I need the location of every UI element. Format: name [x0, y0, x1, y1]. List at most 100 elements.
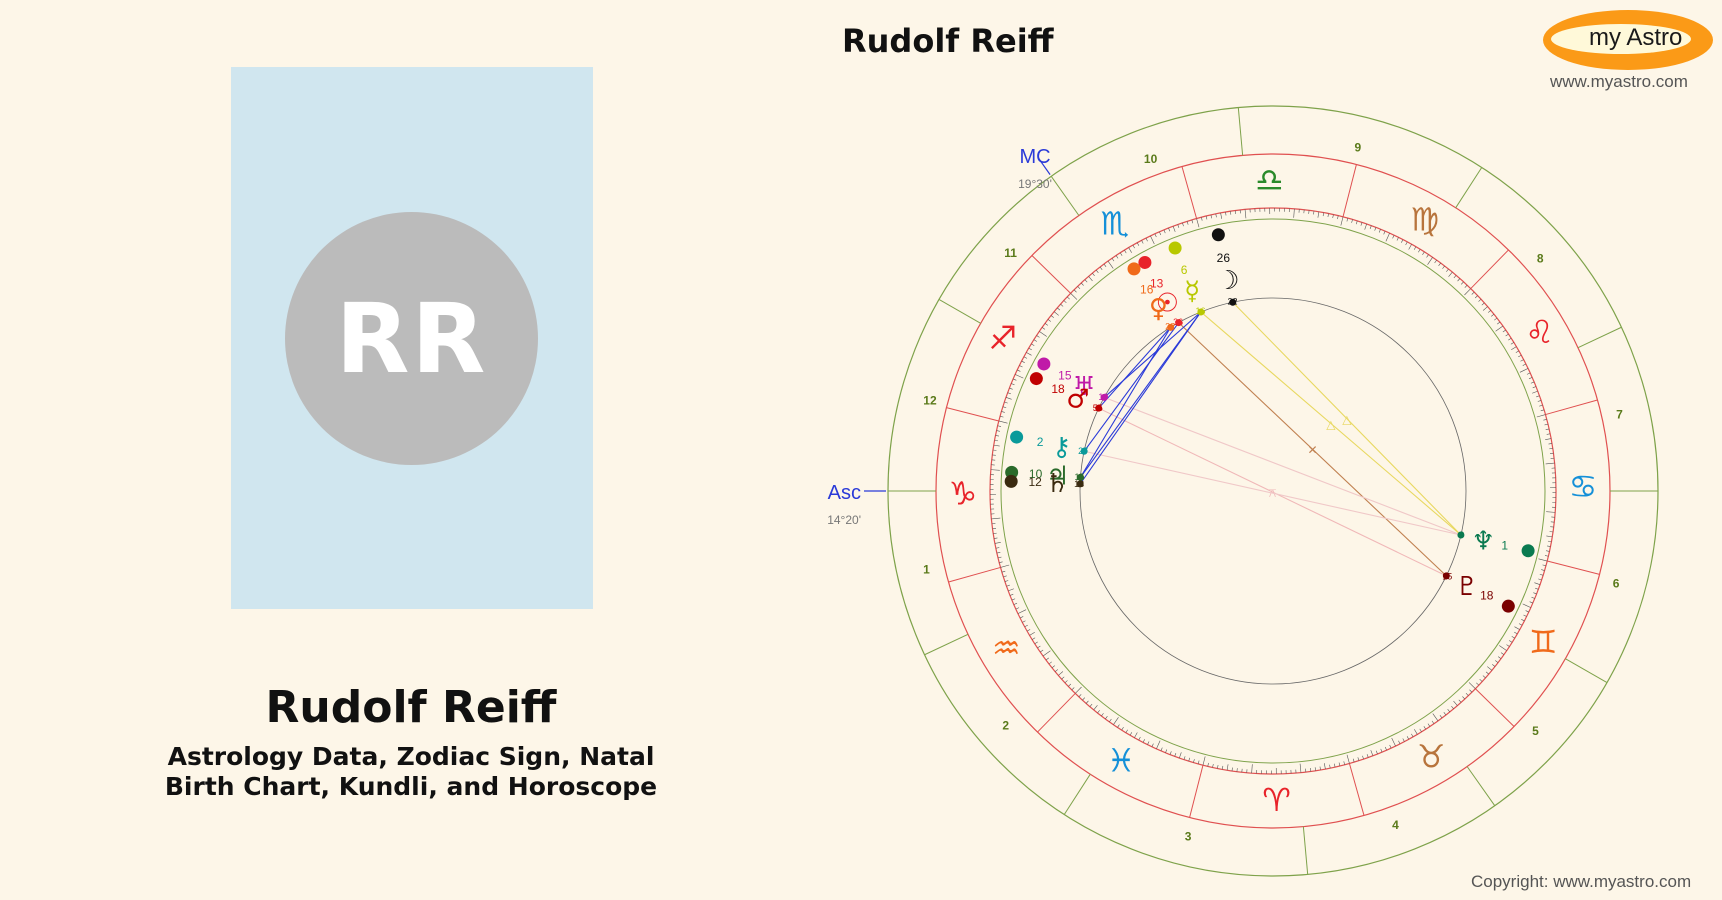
degree-tick: [1322, 212, 1325, 217]
degree-tick: [1179, 752, 1182, 759]
moon-aspect-point: [1229, 298, 1237, 306]
degree-tick: [1197, 760, 1200, 765]
degree-tick: [1543, 419, 1547, 421]
degree-tick: [1427, 723, 1431, 727]
degree-tick: [1142, 739, 1145, 743]
degree-tick: [1082, 697, 1086, 701]
aspect-line: [1079, 311, 1202, 485]
degree-tick: [997, 556, 1002, 559]
asc-label: Asc: [828, 482, 861, 504]
degree-tick: [1542, 564, 1547, 567]
degree-tick: [1471, 291, 1475, 295]
degree-tick: [1174, 752, 1177, 757]
degree-tick: [1075, 686, 1082, 694]
taurus-sign-icon: ♉: [1417, 738, 1446, 776]
degree-tick: [1128, 247, 1132, 253]
degree-tick: [1003, 575, 1007, 578]
degree-tick: [1196, 218, 1200, 228]
degree-tick: [1015, 374, 1024, 379]
mc-pointer: [1038, 157, 1051, 175]
degree-tick: [1026, 352, 1032, 356]
logo-url[interactable]: www.myastro.com: [1550, 72, 1688, 91]
house-number: 10: [1144, 152, 1158, 166]
degree-tick: [1392, 235, 1395, 239]
degree-tick: [1332, 214, 1334, 219]
house-cusp: [1455, 167, 1483, 209]
degree-tick: [1481, 302, 1485, 306]
degree-tick: [1004, 580, 1009, 582]
leo-sign-icon: ♌: [1525, 313, 1554, 351]
degree-tick: [1115, 255, 1119, 259]
mars-marker: [1029, 372, 1043, 386]
degree-tick: [1021, 360, 1025, 363]
jupiter-icon: ♃: [1046, 462, 1069, 492]
degree-tick: [1141, 240, 1144, 244]
degree-tick: [996, 430, 1001, 432]
degree-tick: [1514, 631, 1518, 635]
house-number: 1: [923, 562, 930, 576]
degree-tick: [1125, 729, 1128, 733]
degree-tick: [998, 420, 1008, 424]
degree-tick: [1370, 750, 1374, 756]
scorpio-sign-icon: ♏: [1101, 204, 1130, 242]
degree-tick: [1389, 744, 1392, 749]
degree-tick: [1545, 550, 1550, 552]
degree-tick: [1215, 213, 1217, 218]
degree-tick: [1469, 689, 1473, 693]
degree-tick: [1540, 409, 1545, 412]
myastro-logo[interactable]: my Astro: [1543, 10, 1713, 70]
degree-tick: [1159, 231, 1162, 236]
aspect-line: [1104, 396, 1462, 536]
degree-tick: [1520, 359, 1524, 362]
person-name-heading: Rudolf Reiff: [265, 682, 557, 733]
degree-tick: [1013, 378, 1017, 381]
degree-tick: [1340, 216, 1344, 226]
degree-tick: [1545, 462, 1555, 465]
degree-tick: [1293, 208, 1295, 218]
degree-tick: [1537, 400, 1542, 402]
degree-tick: [1037, 645, 1041, 649]
degree-tick: [1134, 732, 1138, 738]
degree-tick: [1546, 511, 1556, 513]
degree-tick: [1313, 210, 1315, 215]
sign-boundary: [1545, 399, 1598, 416]
degree-tick: [1033, 339, 1037, 342]
aspect-line: [1083, 322, 1180, 452]
degree-tick: [1017, 369, 1021, 372]
degree-tick: [993, 537, 998, 539]
degree-tick: [1352, 758, 1355, 763]
degree-tick: [1411, 733, 1414, 738]
degree-tick: [1029, 632, 1035, 636]
logo-text: my Astro: [1589, 24, 1683, 51]
degree-tick: [994, 439, 999, 442]
degree-tick: [1048, 661, 1052, 665]
degree-tick: [1375, 750, 1378, 755]
degree-tick: [1251, 764, 1253, 774]
chiron-marker: [1010, 430, 1024, 444]
degree-tick: [1231, 767, 1233, 772]
degree-tick: [1528, 377, 1533, 380]
sign-boundary: [1037, 693, 1076, 733]
degree-tick: [1117, 724, 1120, 728]
degree-tick: [1005, 397, 1012, 400]
degree-tick: [1465, 692, 1469, 696]
degree-tick: [1518, 354, 1522, 358]
avatar-initials: RR: [335, 282, 488, 395]
planets: ☽2622☿616☉1336♀1622♅1519♂1855⚷227♃1015♄1…: [1004, 228, 1535, 613]
degree-tick: [1000, 564, 1010, 568]
degree-tick: [1145, 237, 1148, 242]
degree-tick: [1004, 401, 1008, 404]
degree-tick: [1124, 249, 1127, 254]
aspect-symbol: ✕: [1307, 443, 1317, 457]
mars-icon: ♂: [1066, 384, 1089, 414]
degree-tick: [1485, 671, 1489, 675]
uranus-marker: [1037, 357, 1051, 371]
sign-boundary: [1547, 560, 1600, 575]
degree-tick: [1514, 626, 1520, 630]
degree-tick: [1026, 629, 1031, 632]
degree-tick: [1031, 343, 1035, 346]
degree-tick: [1418, 249, 1421, 253]
house-cusp: [1063, 773, 1091, 815]
degree-tick: [1546, 535, 1553, 538]
degree-tick: [1419, 728, 1422, 733]
